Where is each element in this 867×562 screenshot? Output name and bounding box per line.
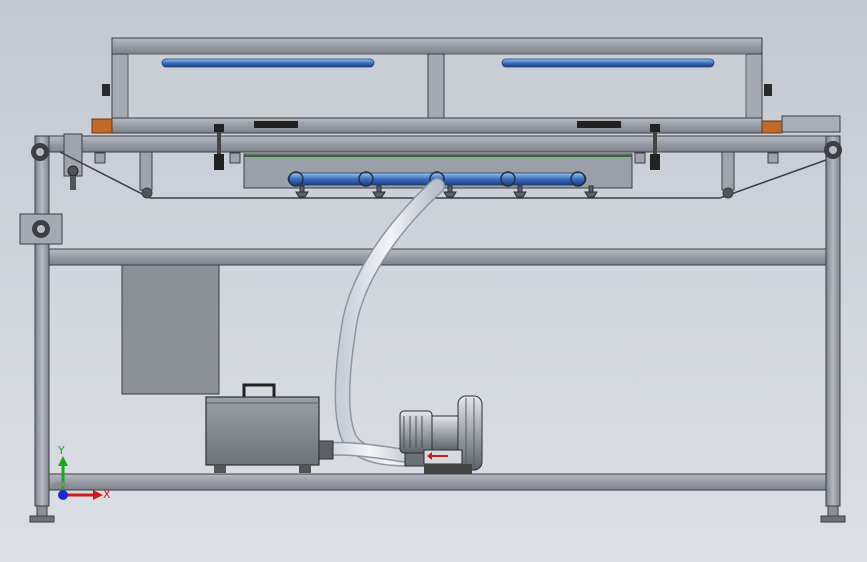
- top-rail: [34, 135, 841, 153]
- orange-block-left: [91, 118, 113, 134]
- main-frame[interactable]: [29, 135, 846, 523]
- arrow-left-icon: [427, 452, 448, 460]
- blower-motor[interactable]: [399, 395, 483, 474]
- carry-handle[interactable]: [242, 383, 276, 397]
- uv-lamp-left[interactable]: [161, 58, 375, 68]
- motor-housing: [431, 415, 459, 451]
- control-panel-plate[interactable]: [121, 264, 220, 395]
- handle-right[interactable]: [577, 121, 621, 128]
- y-axis-label: Y: [57, 444, 65, 457]
- side-rail-extension: [781, 115, 841, 133]
- side-knob-left[interactable]: [102, 84, 110, 96]
- right-bracket-assembly[interactable]: [824, 141, 842, 159]
- enclosure-base: [111, 117, 763, 134]
- orange-block-right: [761, 120, 783, 134]
- side-knob-right[interactable]: [764, 84, 772, 96]
- leveling-foot-right: [820, 515, 846, 523]
- blower-foot: [424, 464, 472, 474]
- coordinate-triad-icon: [52, 456, 103, 500]
- handle-left[interactable]: [254, 121, 298, 128]
- post-left: [34, 135, 50, 507]
- left-bracket-assembly[interactable]: [19, 133, 83, 245]
- clamp-lever-left[interactable]: [214, 124, 224, 170]
- post-right: [825, 135, 841, 507]
- heater-box[interactable]: [205, 383, 334, 473]
- middle-rail: [34, 248, 828, 266]
- top-enclosure[interactable]: [91, 37, 841, 134]
- belt-hangers: [94, 151, 779, 199]
- uv-lamp-right[interactable]: [501, 58, 715, 68]
- x-axis-label: X: [103, 488, 111, 501]
- leveling-foot-left: [29, 515, 55, 523]
- bottom-rail: [34, 473, 828, 491]
- center-divider: [427, 53, 445, 119]
- clamp-lever-right[interactable]: [650, 124, 660, 170]
